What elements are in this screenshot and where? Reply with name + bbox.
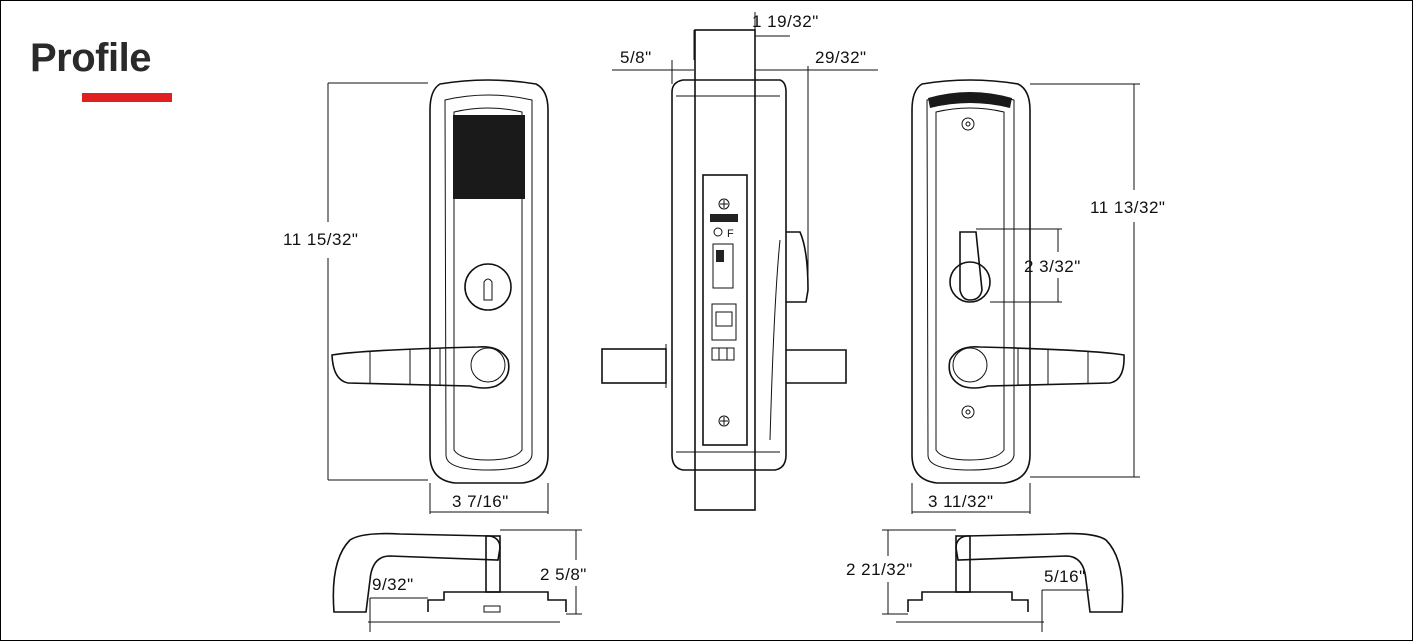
back-view xyxy=(911,79,1140,514)
mortise-faceplate xyxy=(694,29,756,511)
page-title: Profile xyxy=(30,36,151,80)
back-knob-height-label: 2 3/32" xyxy=(1024,257,1081,276)
back-width-label: 3 11/32" xyxy=(928,492,994,511)
side-top-width-label: 1 19/32" xyxy=(752,12,819,31)
back-lever-handle xyxy=(948,345,1125,389)
lever-right-offset-label: 5/16" xyxy=(1044,567,1086,586)
key-cylinder-icon xyxy=(464,263,512,311)
side-view: F xyxy=(601,12,878,511)
front-view xyxy=(327,79,549,514)
lever-right-height-label: 2 21/32" xyxy=(846,560,913,579)
back-height-label: 11 13/32" xyxy=(1090,198,1165,217)
side-right-offset-label: 29/32" xyxy=(815,48,867,67)
lever-left-height-label: 2 5/8" xyxy=(540,565,587,584)
side-left-offset-label: 5/8" xyxy=(620,48,652,67)
title-underline xyxy=(82,93,172,102)
front-lever-handle xyxy=(331,345,510,389)
front-height-label: 11 15/32" xyxy=(283,230,358,249)
thumb-turn-icon xyxy=(949,261,991,303)
mortise-letter: F xyxy=(727,228,734,240)
lever-profile-right xyxy=(882,529,1124,632)
card-reader-window xyxy=(453,115,525,199)
front-width-label: 3 7/16" xyxy=(452,492,509,511)
lever-left-offset-label: 9/32" xyxy=(372,575,414,594)
lever-profile-left xyxy=(332,529,582,632)
